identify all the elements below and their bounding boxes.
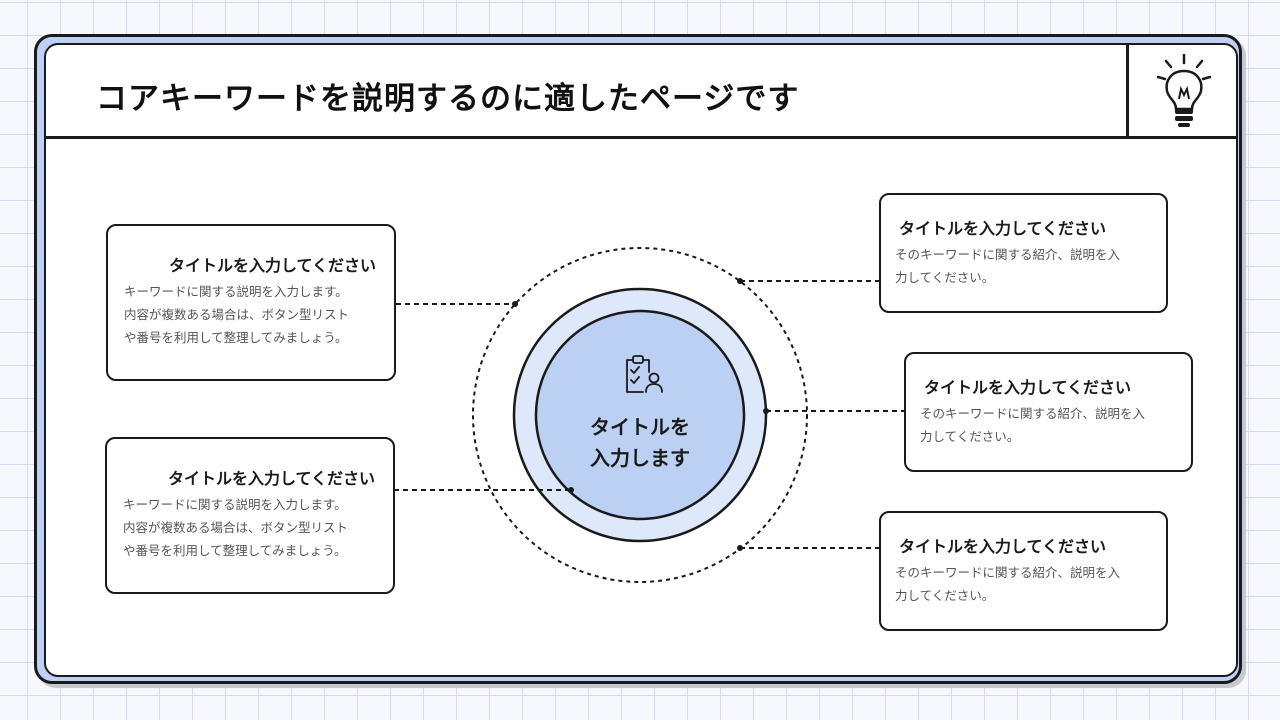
box-text-line: 力してください。 [895,588,995,603]
page-title: コアキーワードを説明するのに適したページです [96,81,800,117]
box-text-line: 力してください。 [895,270,995,285]
box-text-line: キーワードに関する説明を入力します。 [124,284,348,299]
box-text-line: そのキーワードに関する紹介、説明を入 [895,247,1121,262]
header-divider [1126,45,1129,137]
box-title: タイトルを入力してください [899,537,1107,556]
box-text-line: 内容が複数ある場合は、ボタン型リスト [124,307,350,322]
connector-dot [763,408,769,414]
left-info-box-2: タイトルを入力してください キーワードに関する説明を入力します。 内容が複数ある… [105,437,395,594]
box-description: そのキーワードに関する紹介、説明を入 力してください。 [920,402,1190,448]
box-title: タイトルを入力してください [168,256,376,275]
box-text-line: そのキーワードに関する紹介、説明を入 [895,565,1121,580]
box-description: そのキーワードに関する紹介、説明を入 力してください。 [895,243,1165,289]
center-title-line: 入力します [590,446,690,470]
box-description: キーワードに関する説明を入力します。 内容が複数ある場合は、ボタン型リスト や番… [123,493,393,562]
right-info-box-3: タイトルを入力してください そのキーワードに関する紹介、説明を入 力してください… [879,511,1168,631]
connector-dot [737,545,743,551]
center-inner-circle [534,309,746,521]
dashed-orbit-ring [472,247,808,583]
right-info-box-2: タイトルを入力してください そのキーワードに関する紹介、説明を入 力してください… [904,352,1193,472]
header-separator [46,136,1236,139]
box-text-line: そのキーワードに関する紹介、説明を入 [920,406,1146,421]
box-title: タイトルを入力してください [899,219,1107,238]
connector-dot [737,278,743,284]
box-description: そのキーワードに関する紹介、説明を入 力してください。 [895,561,1165,607]
right-info-box-1: タイトルを入力してください そのキーワードに関する紹介、説明を入 力してください… [879,193,1168,313]
box-text-line: 内容が複数ある場合は、ボタン型リスト [123,520,349,535]
box-title: タイトルを入力してください [167,469,375,488]
left-info-box-1: タイトルを入力してください キーワードに関する説明を入力します。 内容が複数ある… [106,224,396,381]
box-text-line: キーワードに関する説明を入力します。 [123,497,347,512]
connector-dot [568,487,574,493]
lightbulb-icon [1156,53,1212,127]
clipboard-checklist-user-icon [626,355,663,393]
center-title-line: タイトルを [590,415,690,439]
connector-dot [512,301,518,307]
center-title: タイトルを 入力します [560,412,720,474]
box-text-line: や番号を利用して整理してみましょう。 [124,330,348,345]
box-text-line: 力してください。 [920,429,1020,444]
box-description: キーワードに関する説明を入力します。 内容が複数ある場合は、ボタン型リスト や番… [124,280,394,349]
box-text-line: や番号を利用して整理してみましょう。 [123,543,347,558]
box-title: タイトルを入力してください [924,378,1132,397]
